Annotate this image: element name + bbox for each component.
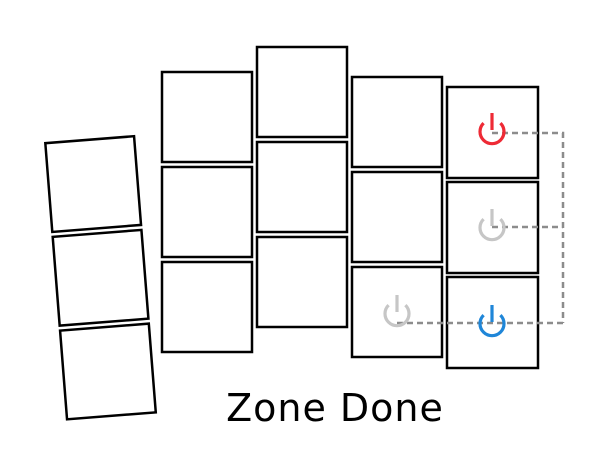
key-thumb-2 — [51, 228, 150, 327]
key-c4-r2 — [350, 170, 444, 264]
key-column-2 — [160, 70, 254, 354]
key-thumb-1 — [43, 134, 143, 234]
key-column-3 — [255, 45, 349, 329]
key-column-4 — [350, 75, 444, 359]
power-icon-red — [478, 113, 506, 146]
power-icon-gray — [383, 295, 411, 328]
key-c3-r2 — [255, 140, 349, 234]
key-thumb-3 — [58, 322, 158, 421]
connector-red-to-rail — [492, 131, 565, 323]
key-c2-r3 — [160, 260, 254, 354]
key-c2-r2 — [160, 165, 254, 259]
key-c4-r1 — [350, 75, 444, 169]
diagram-caption: Zone Done — [226, 386, 444, 430]
key-c3-r3 — [255, 235, 349, 329]
power-icon-gray — [478, 209, 506, 242]
thumb-column — [43, 134, 158, 421]
key-c3-r1 — [255, 45, 349, 139]
power-icon-blue — [478, 305, 506, 338]
key-c2-r1 — [160, 70, 254, 164]
